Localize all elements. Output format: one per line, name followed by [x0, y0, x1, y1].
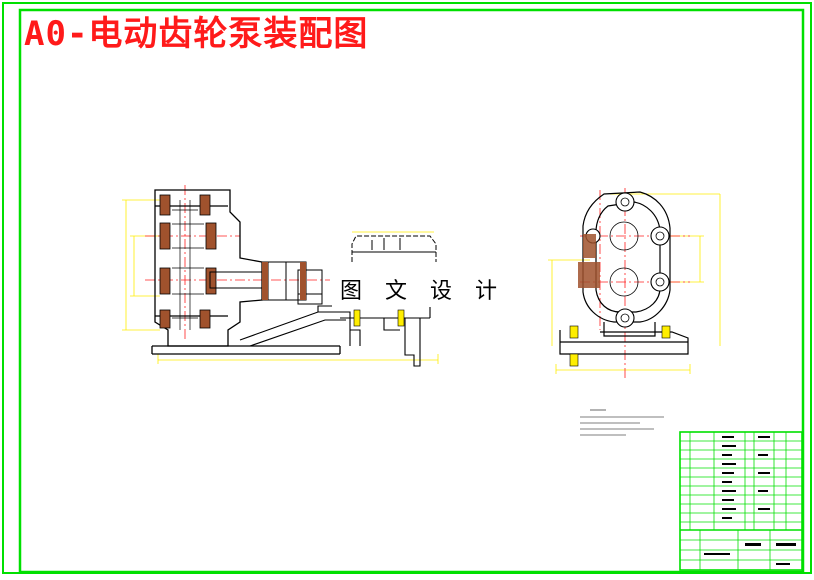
gear-sections [159, 194, 217, 329]
mount-bolts [353, 309, 405, 327]
drawing-title: A0-电动齿轮泵装配图 [24, 14, 369, 54]
front-section-view [122, 185, 439, 367]
bore-circles [609, 197, 665, 323]
parts-list-grid [680, 432, 802, 570]
bolt-bosses [585, 192, 670, 328]
side-view [548, 188, 721, 380]
front-dimensions [122, 199, 439, 364]
pump-casing-profile [559, 191, 689, 355]
foot-bolts [569, 325, 671, 367]
watermark-text: 图 文 设 计 [332, 271, 513, 307]
side-dimensions [548, 193, 721, 374]
coupling-hatch [262, 262, 306, 300]
front-centerlines [145, 185, 330, 340]
technical-notes [580, 409, 664, 436]
title-block [679, 431, 803, 571]
inner-frame [18, 8, 805, 574]
gear-hatching [172, 200, 204, 330]
side-hatching [578, 234, 600, 288]
parts-list-entries [704, 436, 796, 565]
